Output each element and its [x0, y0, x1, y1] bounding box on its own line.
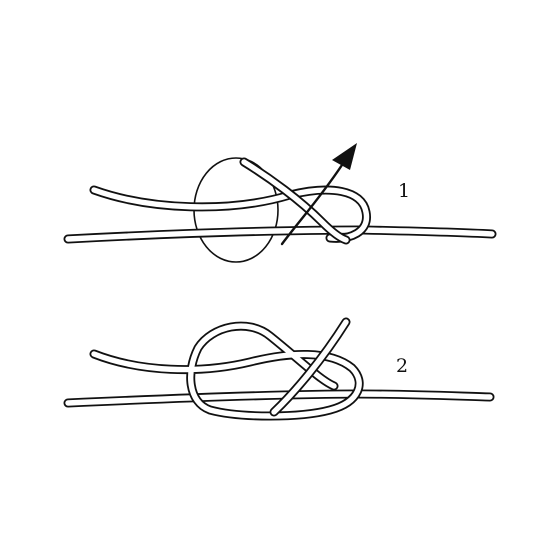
step-1-working-end [89, 185, 371, 243]
knot-step-1: 1 [63, 143, 497, 263]
step-2-label: 2 [396, 355, 408, 377]
step-1-rope-tip [239, 157, 351, 245]
step-1-standing-part [63, 225, 497, 244]
step-1-direction-arrow [280, 143, 357, 246]
step-2-rope-tip [269, 317, 351, 417]
step-1-label: 1 [398, 180, 410, 202]
step-2-knot-loop [89, 321, 364, 421]
step-2-standing-part [63, 389, 495, 408]
knot-step-2: 2 [63, 317, 495, 421]
